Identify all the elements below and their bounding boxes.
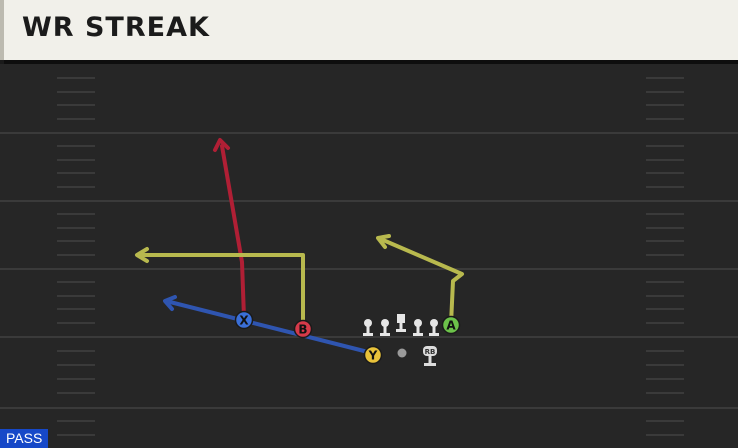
lineman-icon — [429, 319, 439, 336]
receiver-b[interactable]: B — [293, 319, 313, 339]
route-b-arrowhead — [213, 138, 230, 152]
play-title: WR STREAK — [22, 12, 210, 43]
receiver-x[interactable]: X — [234, 310, 254, 330]
lineman-icon — [380, 319, 390, 336]
running-back-icon: RB — [423, 346, 437, 366]
lineman-icon — [413, 319, 423, 336]
receiver-b-label: B — [298, 323, 307, 337]
route-y-arrowhead — [163, 295, 177, 311]
offensive-line — [363, 314, 439, 336]
play-type-badge: PASS — [0, 429, 49, 448]
route-b — [220, 144, 246, 320]
route-a-arrowhead — [376, 234, 391, 249]
yard-lines — [0, 132, 738, 409]
route-y — [168, 300, 374, 355]
receiver-x-label: X — [239, 314, 249, 328]
hash-marks-right — [646, 77, 684, 436]
field: RB X B Y A — [0, 64, 738, 448]
quarterback-icon — [397, 348, 407, 358]
hash-marks-left — [57, 77, 95, 436]
receiver-a-label: A — [446, 319, 456, 333]
play-title-bar: WR STREAK — [0, 0, 738, 64]
route-y-out — [138, 253, 305, 327]
lineman-icon — [363, 319, 373, 336]
route-a — [381, 238, 464, 326]
center-icon — [396, 314, 406, 332]
play-diagram: RB X B Y A — [0, 77, 738, 436]
title-bar-shadow — [4, 60, 738, 64]
route-y-out-arrowhead — [135, 247, 149, 263]
receiver-a[interactable]: A — [441, 315, 461, 335]
receiver-y[interactable]: Y — [363, 345, 383, 365]
receiver-y-label: Y — [368, 349, 378, 363]
running-back-label: RB — [425, 348, 436, 356]
